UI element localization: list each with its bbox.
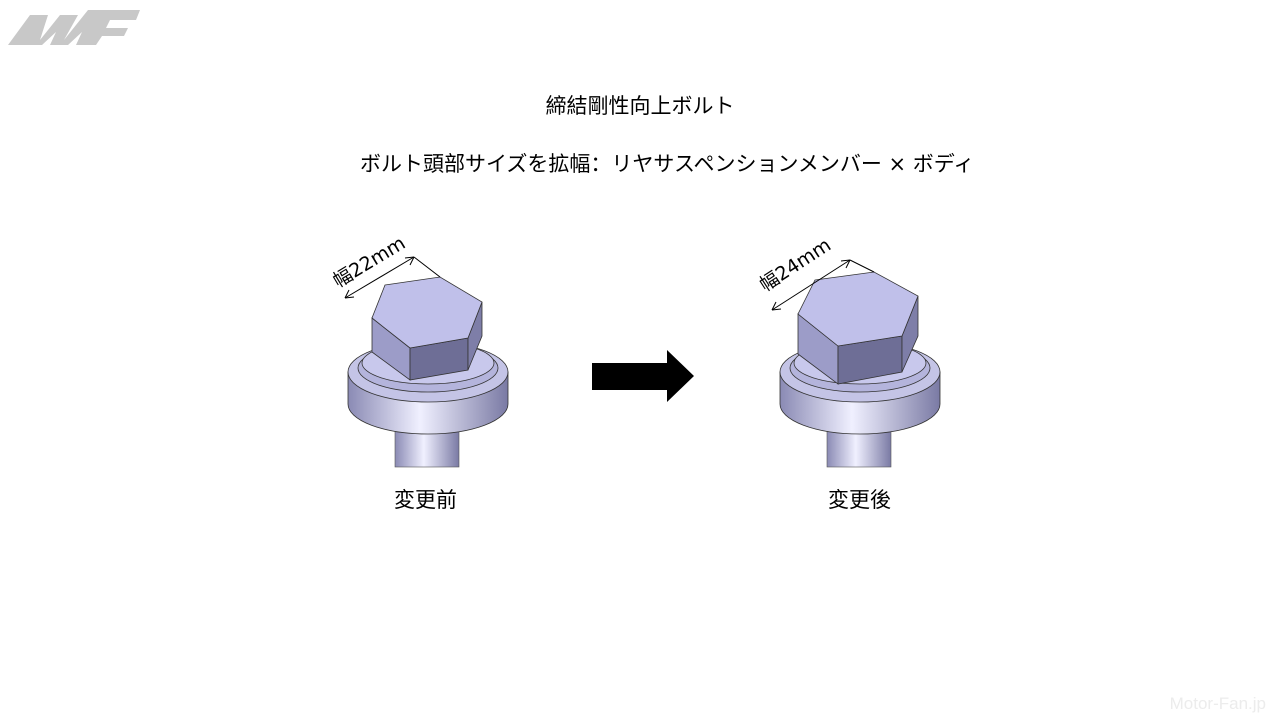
caption-after: 変更後 <box>828 488 891 512</box>
bolt-after: 幅24mm <box>756 234 941 468</box>
arrow-icon <box>592 350 694 402</box>
dimension-line-after <box>771 259 875 311</box>
hex-head-before <box>371 276 483 381</box>
diagram-title: 締結剛性向上ボルト <box>545 94 735 118</box>
motor-fan-logo <box>8 10 140 45</box>
caption-before: 変更前 <box>394 488 457 512</box>
hex-head-after <box>797 271 919 385</box>
diagram-subtitle: ボルト頭部サイズを拡幅：リヤサスペンションメンバー × ボディ <box>360 152 975 176</box>
bolt-before: 幅22mm <box>329 232 509 468</box>
dimension-line-before <box>344 256 441 299</box>
watermark-text: Motor-Fan.jp <box>1169 694 1266 713</box>
